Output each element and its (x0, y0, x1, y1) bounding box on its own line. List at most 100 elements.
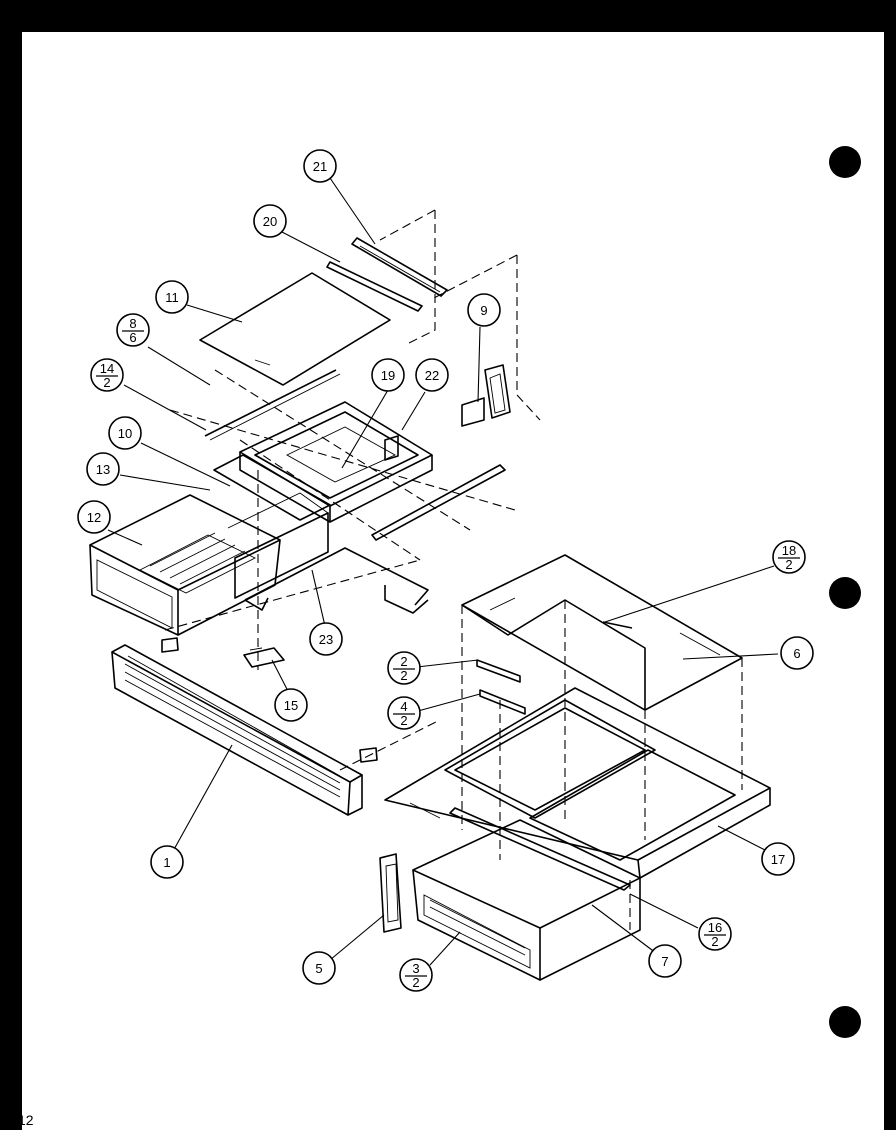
assembly-lines (164, 209, 743, 930)
callout-number: 11 (165, 290, 179, 305)
callout-number: 1 (163, 855, 170, 870)
part-12-drawer (89, 494, 281, 636)
callout-number: 9 (480, 303, 487, 318)
callout-numerator: 14 (100, 361, 114, 376)
callout-number: 13 (96, 462, 110, 477)
callout-number: 6 (793, 646, 800, 661)
callout-circle (90, 358, 124, 392)
callout-22: 22 (415, 358, 449, 392)
callout-circle (86, 452, 120, 486)
callout-number: 7 (661, 954, 668, 969)
part-11-glass-shelf (199, 272, 391, 386)
part-16-rail (449, 807, 631, 891)
callout-circle (780, 636, 814, 670)
callout-number: 17 (771, 852, 785, 867)
page-number: 12 (18, 1112, 34, 1128)
callout-2-2: 22 (387, 651, 421, 685)
part-21-rail (351, 237, 448, 297)
callout-number: 12 (87, 510, 101, 525)
part-1-grille (111, 637, 378, 816)
callout-number: 5 (315, 961, 322, 976)
callout-denominator: 2 (711, 934, 718, 949)
callout-circle (387, 696, 421, 730)
callout-numerator: 4 (400, 699, 407, 714)
exploded-parts-diagram: 1567910111213151719202122232232428614216… (77, 146, 861, 1038)
callout-denominator: 2 (400, 713, 407, 728)
callout-5: 5 (302, 951, 336, 985)
callout-circle (150, 845, 184, 879)
callout-number: 19 (381, 368, 395, 383)
callout-number: 22 (425, 368, 439, 383)
part-23-wire (244, 547, 429, 614)
callout-20: 20 (253, 204, 287, 238)
part-13-crisper-cover (227, 492, 329, 599)
part-5-slide (379, 853, 402, 933)
part-6-glass-top (461, 554, 743, 711)
binder-hole-middle (829, 577, 861, 609)
callout-18-2: 182 (772, 540, 806, 574)
callout-denominator: 2 (400, 668, 407, 683)
part-20-rail (326, 261, 423, 312)
callout-number: 20 (263, 214, 277, 229)
binder-hole-top (829, 146, 861, 178)
callout-circle (698, 917, 732, 951)
part-rod-right (371, 464, 506, 541)
callout-circle (155, 280, 189, 314)
part-10-cover (213, 454, 331, 521)
callout-16-2: 162 (698, 917, 732, 951)
callout-circle (309, 622, 343, 656)
callout-23: 23 (309, 622, 343, 656)
callout-circle (108, 416, 142, 450)
part-9-bracket (461, 364, 511, 427)
callout-circle (303, 149, 337, 183)
callout-numerator: 3 (412, 961, 419, 976)
callout-circle (253, 204, 287, 238)
callout-circle (274, 688, 308, 722)
callout-numerator: 8 (129, 316, 136, 331)
binder-hole-bottom (829, 1006, 861, 1038)
callout-8-6: 86 (116, 313, 150, 347)
callout-numerator: 18 (782, 543, 796, 558)
callout-6: 6 (780, 636, 814, 670)
callout-circle (399, 958, 433, 992)
part-17-frame (384, 687, 771, 879)
callout-7: 7 (648, 944, 682, 978)
callout-circle (371, 358, 405, 392)
callout-circle (467, 293, 501, 327)
part-2-bracket (476, 659, 521, 683)
callout-11: 11 (155, 280, 189, 314)
callout-circle (648, 944, 682, 978)
callout-19: 19 (371, 358, 405, 392)
callout-denominator: 6 (129, 330, 136, 345)
callout-denominator: 2 (412, 975, 419, 990)
leader-lines (107, 177, 779, 966)
callout-12: 12 (77, 500, 111, 534)
part-3-drawer (412, 819, 641, 981)
callout-circle (387, 651, 421, 685)
callout-21: 21 (303, 149, 337, 183)
callout-number: 10 (118, 426, 132, 441)
callout-circle (302, 951, 336, 985)
callout-15: 15 (274, 688, 308, 722)
part-8-rod (204, 369, 341, 441)
part-18-strip (602, 621, 633, 629)
callout-circle (77, 500, 111, 534)
part-15-clip (243, 647, 285, 668)
callout-number: 15 (284, 698, 298, 713)
callout-circle (761, 842, 795, 876)
callout-14-2: 142 (90, 358, 124, 392)
callout-13: 13 (86, 452, 120, 486)
callout-denominator: 2 (103, 375, 110, 390)
callout-10: 10 (108, 416, 142, 450)
callout-3-2: 32 (399, 958, 433, 992)
callout-circle (116, 313, 150, 347)
callout-numerator: 2 (400, 654, 407, 669)
callout-denominator: 2 (785, 557, 792, 572)
callout-9: 9 (467, 293, 501, 327)
callout-circle (772, 540, 806, 574)
callout-number: 21 (313, 159, 327, 174)
callout-1: 1 (150, 845, 184, 879)
callout-circle (415, 358, 449, 392)
callout-numerator: 16 (708, 920, 722, 935)
